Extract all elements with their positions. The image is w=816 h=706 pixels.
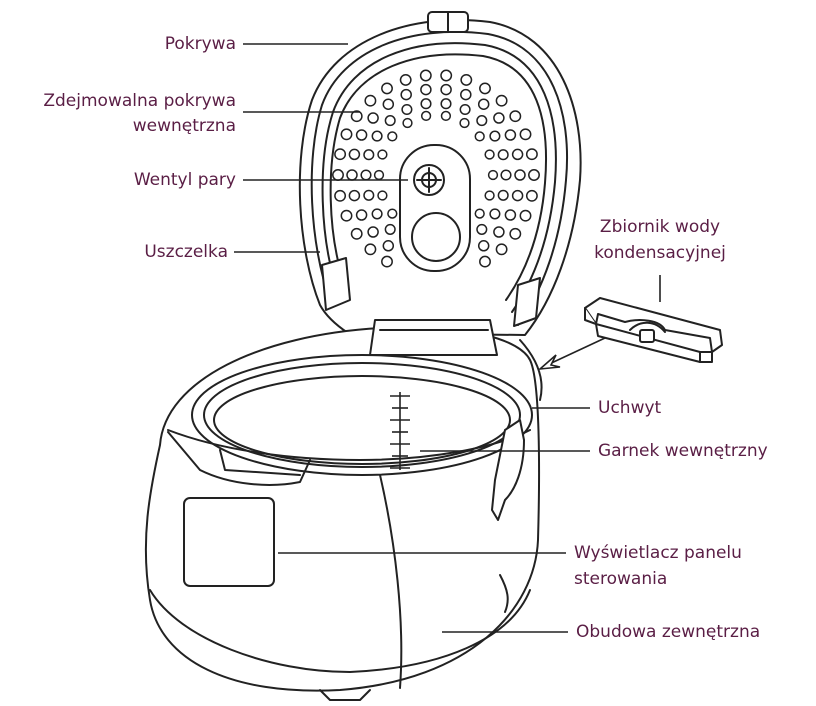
steam-hole bbox=[385, 116, 395, 126]
steam-hole bbox=[494, 227, 504, 237]
steam-hole bbox=[335, 149, 345, 159]
steam-hole bbox=[341, 129, 351, 139]
steam-hole bbox=[460, 119, 469, 128]
steam-hole bbox=[501, 170, 511, 180]
steam-hole bbox=[489, 171, 498, 180]
steam-valve-drawing bbox=[400, 145, 470, 271]
steam-hole bbox=[333, 170, 343, 180]
steam-hole bbox=[388, 209, 397, 218]
steam-hole bbox=[349, 149, 359, 159]
steam-hole bbox=[378, 150, 387, 159]
steam-hole bbox=[383, 241, 393, 251]
steam-hole bbox=[403, 119, 412, 128]
steam-hole bbox=[479, 99, 489, 109]
steam-hole bbox=[496, 96, 506, 106]
label-lid: Pokrywa bbox=[40, 31, 236, 57]
label-display-line1: Wyświetlacz panelu bbox=[574, 540, 742, 566]
label-inner-pot: Garnek wewnętrzny bbox=[598, 438, 768, 464]
steam-hole bbox=[527, 191, 537, 201]
steam-hole bbox=[498, 150, 508, 160]
steam-hole bbox=[498, 191, 508, 201]
steam-hole bbox=[527, 149, 537, 159]
body-drawing bbox=[146, 320, 542, 700]
steam-hole bbox=[529, 170, 539, 180]
steam-hole bbox=[364, 150, 374, 160]
steam-hole bbox=[490, 131, 500, 141]
steam-hole bbox=[368, 113, 378, 123]
steam-hole bbox=[357, 210, 367, 220]
label-condensation-tank-line1: Zbiornik wody bbox=[590, 214, 730, 240]
steam-hole bbox=[461, 90, 471, 100]
steam-hole bbox=[341, 211, 351, 221]
steam-hole bbox=[510, 111, 520, 121]
steam-hole bbox=[485, 191, 494, 200]
steam-hole bbox=[421, 85, 431, 95]
steam-hole bbox=[477, 225, 487, 235]
steam-hole bbox=[461, 75, 471, 85]
steam-hole bbox=[505, 210, 515, 220]
steam-hole bbox=[441, 85, 451, 95]
steam-hole bbox=[485, 150, 494, 159]
label-gasket: Uszczelka bbox=[40, 239, 228, 265]
steam-hole bbox=[442, 112, 451, 121]
steam-hole bbox=[388, 132, 397, 141]
steam-hole bbox=[422, 112, 431, 121]
label-steam-valve: Wentyl pary bbox=[40, 167, 236, 193]
steam-hole bbox=[361, 170, 371, 180]
steam-hole bbox=[475, 209, 484, 218]
steam-hole bbox=[475, 132, 484, 141]
label-handle: Uchwyt bbox=[598, 395, 661, 421]
steam-hole bbox=[383, 99, 393, 109]
steam-hole bbox=[490, 209, 500, 219]
steam-hole bbox=[480, 256, 490, 266]
steam-hole bbox=[477, 116, 487, 126]
steam-hole bbox=[402, 105, 412, 115]
steam-hole bbox=[479, 241, 489, 251]
steam-hole bbox=[460, 105, 470, 115]
steam-hole bbox=[365, 244, 375, 254]
steam-hole bbox=[368, 227, 378, 237]
steam-hole bbox=[385, 225, 395, 235]
steam-hole bbox=[349, 191, 359, 201]
steam-hole bbox=[401, 75, 411, 85]
steam-hole bbox=[421, 99, 431, 109]
steam-hole bbox=[378, 191, 387, 200]
label-condensation-tank-line2: kondensacyjnej bbox=[590, 240, 730, 266]
label-display-line2: sterowania bbox=[574, 566, 667, 592]
steam-hole bbox=[513, 149, 523, 159]
steam-hole bbox=[421, 70, 431, 80]
steam-hole bbox=[352, 229, 362, 239]
steam-hole bbox=[496, 244, 506, 254]
steam-hole bbox=[375, 171, 384, 180]
steam-hole bbox=[480, 83, 490, 93]
label-housing: Obudowa zewnętrzna bbox=[576, 619, 760, 645]
steam-hole bbox=[382, 83, 392, 93]
steam-hole bbox=[347, 170, 357, 180]
steam-hole bbox=[364, 191, 374, 201]
steam-hole bbox=[520, 129, 530, 139]
label-inner-lid-line2: wewnętrzna bbox=[0, 113, 236, 139]
steam-hole bbox=[357, 130, 367, 140]
steam-hole bbox=[441, 99, 451, 109]
label-inner-lid-line1: Zdejmowalna pokrywa bbox=[0, 88, 236, 114]
steam-hole bbox=[441, 70, 451, 80]
steam-hole bbox=[401, 90, 411, 100]
steam-hole bbox=[372, 131, 382, 141]
condensation-tank-drawing bbox=[585, 298, 722, 362]
steam-hole bbox=[372, 209, 382, 219]
steam-hole bbox=[335, 191, 345, 201]
steam-hole bbox=[510, 229, 520, 239]
steam-hole bbox=[513, 191, 523, 201]
steam-hole bbox=[382, 256, 392, 266]
steam-hole bbox=[505, 130, 515, 140]
steam-hole bbox=[494, 113, 504, 123]
steam-hole bbox=[365, 96, 375, 106]
steam-hole bbox=[515, 170, 525, 180]
steam-hole bbox=[520, 211, 530, 221]
